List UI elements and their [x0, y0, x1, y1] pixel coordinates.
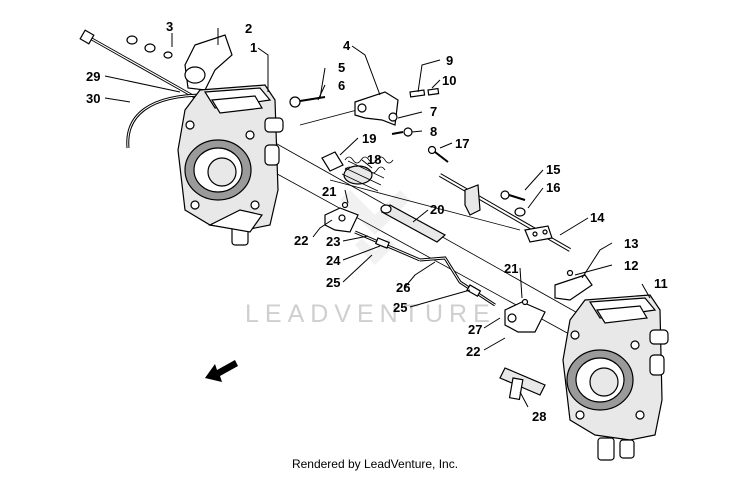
screw-21-left-part: [341, 201, 349, 209]
callout-16: 16: [546, 180, 560, 195]
callout-27: 27: [468, 322, 482, 337]
carb-cover-part: [184, 34, 233, 91]
tube-20-part: [380, 204, 447, 243]
fuel-fitting-part: [499, 367, 546, 401]
callout-28: 28: [532, 409, 546, 424]
callout-21-left: 21: [322, 184, 336, 199]
carburetor-left: [177, 84, 284, 246]
callout-10: 10: [442, 73, 456, 88]
callout-20: 20: [430, 202, 444, 217]
bracket-22-right-part: [504, 301, 546, 333]
callout-13: 13: [624, 236, 638, 251]
screw-15-part: [500, 190, 526, 217]
callout-7: 7: [430, 104, 437, 119]
callout-5: 5: [338, 60, 345, 75]
callout-19: 19: [362, 131, 376, 146]
callout-30: 30: [86, 91, 100, 106]
callout-25-bottom: 25: [393, 300, 407, 315]
callout-2: 2: [245, 21, 252, 36]
throttle-bracket-part: [354, 91, 399, 126]
callout-29: 29: [86, 69, 100, 84]
callout-22-right: 22: [466, 344, 480, 359]
callout-6: 6: [338, 78, 345, 93]
callout-1: 1: [250, 40, 257, 55]
screw-6-part: [289, 96, 326, 108]
callout-14: 14: [590, 210, 605, 225]
callout-8: 8: [430, 124, 437, 139]
callout-labels: 1 2 3 4 5 6 7 8 9 10 11 12 13 14 15 16 1…: [86, 19, 668, 424]
callout-3: 3: [166, 19, 173, 34]
callout-17: 17: [455, 136, 469, 151]
screw-7-part: [388, 112, 413, 137]
washers-part: [126, 35, 173, 59]
callout-9: 9: [446, 53, 453, 68]
shaft-clip-part: [524, 225, 553, 243]
long-screw-part: [79, 29, 201, 102]
callout-25-top: 25: [326, 275, 340, 290]
callout-12: 12: [624, 258, 638, 273]
callout-22-left: 22: [294, 233, 308, 248]
callout-26: 26: [396, 280, 410, 295]
carburetor-right: [562, 294, 669, 461]
callout-15: 15: [546, 162, 560, 177]
footer-credit: Rendered by LeadVenture, Inc.: [292, 457, 458, 471]
callout-23: 23: [326, 234, 340, 249]
callout-11: 11: [654, 276, 668, 291]
spring-part: [341, 156, 394, 192]
screw-9-part: [409, 87, 440, 98]
callout-24: 24: [326, 253, 341, 268]
leader-lines: [104, 28, 651, 408]
direction-arrow-icon: [205, 360, 238, 382]
watermark-text: LEADVENTURE: [245, 300, 496, 328]
screw-21-right-part: [521, 298, 529, 306]
callout-21-right: 21: [504, 261, 518, 276]
callout-4: 4: [343, 38, 351, 53]
screw-17-part: [427, 145, 449, 163]
bracket-13-part: [554, 269, 593, 301]
sleeve-part: [321, 151, 344, 172]
callout-18: 18: [367, 152, 381, 167]
